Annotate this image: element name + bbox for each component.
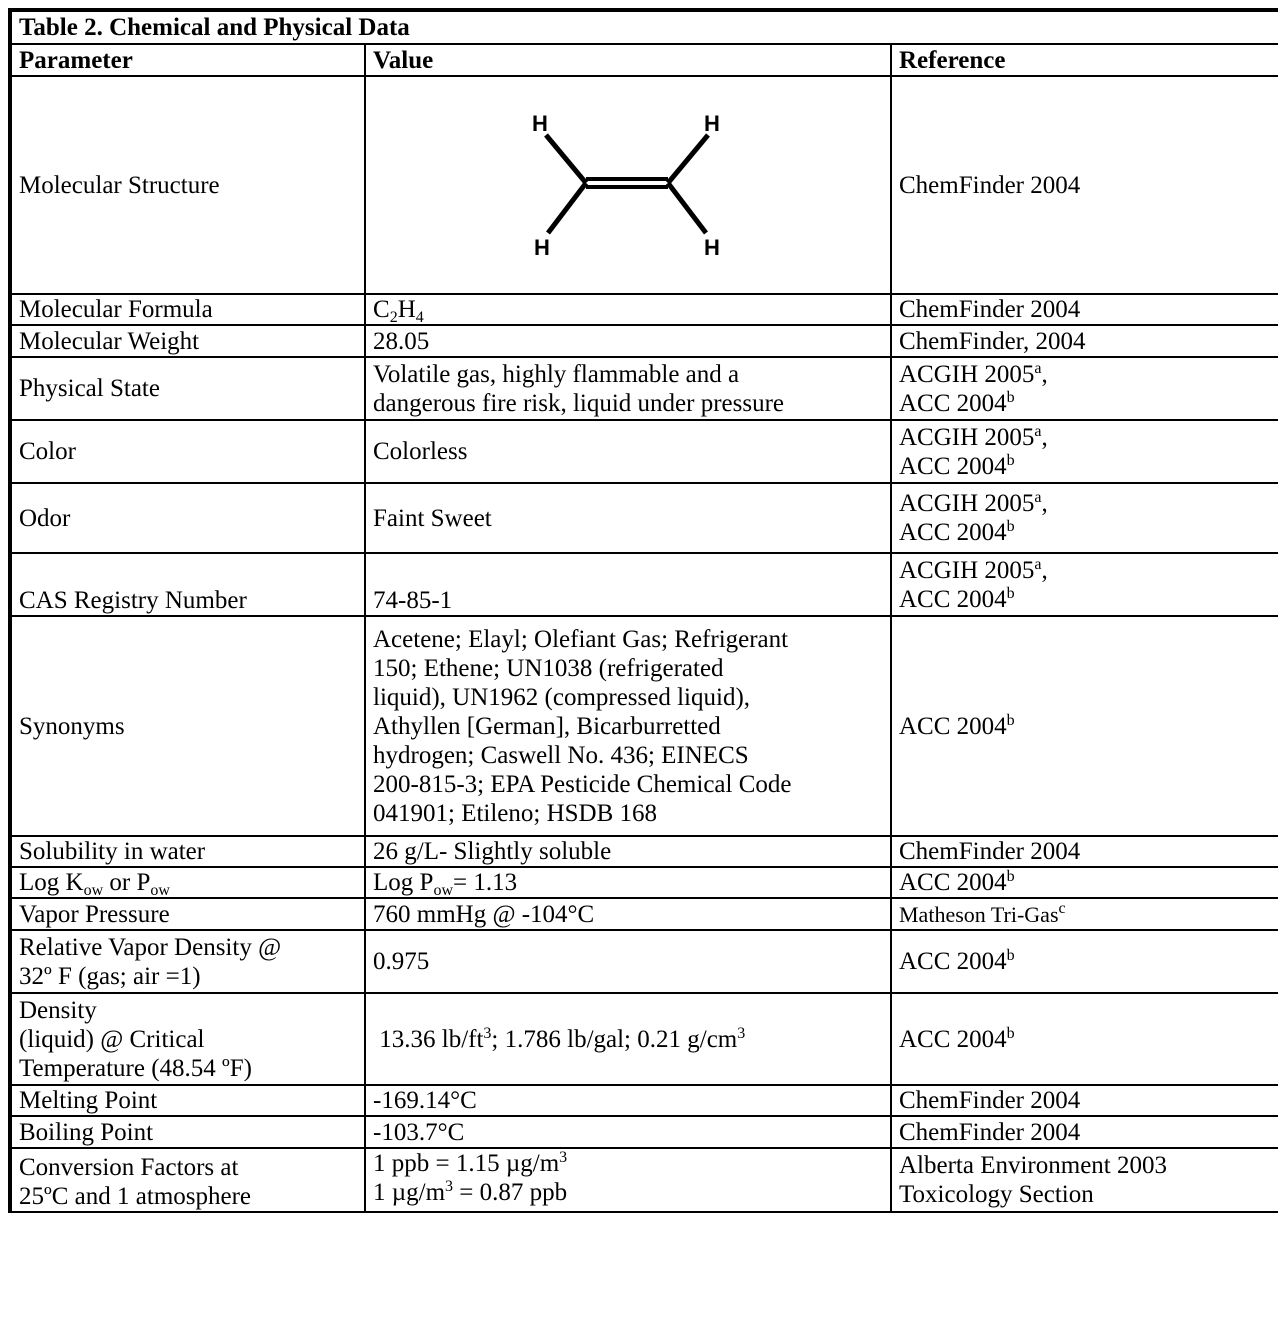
row-reference: ACGIH 2005a,ACC 2004b <box>889 552 1278 617</box>
table-row: Physical State Volatile gas, highly flam… <box>8 356 1278 421</box>
row-parameter: Molecular Formula <box>8 293 366 326</box>
atom-h-bottom-left: H <box>534 235 550 260</box>
row-reference: ACC 2004b <box>889 929 1278 994</box>
row-value: 0.975 <box>364 929 892 994</box>
synonyms-value: Acetene; Elayl; Olefiant Gas; Refrigeran… <box>364 615 892 837</box>
row-parameter: Melting Point <box>8 1084 366 1117</box>
table-row: Melting Point -169.14°C ChemFinder 2004 <box>8 1084 1278 1117</box>
row-parameter: Physical State <box>8 356 366 421</box>
table-row: CAS Registry Number 74-85-1 ACGIH 2005a,… <box>8 552 1278 617</box>
row-reference: ACGIH 2005a,ACC 2004b <box>889 419 1278 484</box>
row-parameter: Synonyms <box>8 615 366 837</box>
row-reference: ACC 2004b <box>889 615 1278 837</box>
header-reference: Reference <box>889 43 1278 77</box>
header-parameter: Parameter <box>8 43 366 77</box>
row-value: 26 g/L- Slightly soluble <box>364 835 892 868</box>
atom-h-top-right: H <box>704 111 720 136</box>
row-value: 13.36 lb/ft3; 1.786 lb/gal; 0.21 g/cm3 <box>364 992 892 1086</box>
row-parameter: Molecular Weight <box>8 324 366 358</box>
table-row: Molecular Structure H H H H ChemFinder 2… <box>8 75 1278 295</box>
molecular-structure-image: H H H H <box>364 75 892 295</box>
table-row: Relative Vapor Density @32º F (gas; air … <box>8 929 1278 994</box>
row-reference: ChemFinder 2004 <box>889 1115 1278 1149</box>
row-parameter: Log Kow or Pow <box>8 866 366 899</box>
table-row: Log Kow or Pow Log Pow= 1.13 ACC 2004b <box>8 866 1278 899</box>
row-parameter: Solubility in water <box>8 835 366 868</box>
row-reference: ChemFinder 2004 <box>889 835 1278 868</box>
row-reference: ChemFinder 2004 <box>889 75 1278 295</box>
row-reference: ACGIH 2005a,ACC 2004b <box>889 482 1278 554</box>
row-value: 760 mmHg @ -104°C <box>364 897 892 931</box>
row-parameter: Color <box>8 419 366 484</box>
row-value: Log Pow= 1.13 <box>364 866 892 899</box>
row-reference: ChemFinder, 2004 <box>889 324 1278 358</box>
row-parameter: CAS Registry Number <box>8 552 366 617</box>
row-reference: Matheson Tri-Gasc <box>889 897 1278 931</box>
chemical-physical-data-table: Table 2. Chemical and Physical Data Para… <box>7 8 1278 1213</box>
table-row: Synonyms Acetene; Elayl; Olefiant Gas; R… <box>8 615 1278 837</box>
table-title: Table 2. Chemical and Physical Data <box>7 8 1278 45</box>
atom-h-bottom-right: H <box>704 235 720 260</box>
row-reference: ACC 2004b <box>889 992 1278 1086</box>
row-value: Colorless <box>364 419 892 484</box>
ethylene-structure-icon: H H H H <box>532 111 720 260</box>
row-value: -103.7°C <box>364 1115 892 1149</box>
row-parameter: Boiling Point <box>8 1115 366 1149</box>
row-reference: ACC 2004b <box>889 866 1278 899</box>
table-row: Molecular Weight 28.05 ChemFinder, 2004 <box>8 324 1278 358</box>
table-row: Vapor Pressure 760 mmHg @ -104°C Matheso… <box>8 897 1278 931</box>
row-parameter: Vapor Pressure <box>8 897 366 931</box>
row-parameter: Relative Vapor Density @32º F (gas; air … <box>8 929 366 994</box>
molecular-formula-value: C2H4 <box>364 293 892 326</box>
table-row: Molecular Formula C2H4 ChemFinder 2004 <box>8 293 1278 326</box>
atom-h-top-left: H <box>532 111 548 136</box>
row-value: 74-85-1 <box>364 552 892 617</box>
table-row: Color Colorless ACGIH 2005a,ACC 2004b <box>8 419 1278 484</box>
row-reference: ChemFinder 2004 <box>889 293 1278 326</box>
table-row: Boiling Point -103.7°C ChemFinder 2004 <box>8 1115 1278 1149</box>
row-reference: ACGIH 2005a,ACC 2004b <box>889 356 1278 421</box>
header-value: Value <box>364 43 892 77</box>
table-row: Odor Faint Sweet ACGIH 2005a,ACC 2004b <box>8 482 1278 554</box>
row-value: -169.14°C <box>364 1084 892 1117</box>
row-reference: ChemFinder 2004 <box>889 1084 1278 1117</box>
row-parameter: Molecular Structure <box>8 75 366 295</box>
table-row: Solubility in water 26 g/L- Slightly sol… <box>8 835 1278 868</box>
row-value: 28.05 <box>364 324 892 358</box>
row-value: Faint Sweet <box>364 482 892 554</box>
row-parameter: Odor <box>8 482 366 554</box>
